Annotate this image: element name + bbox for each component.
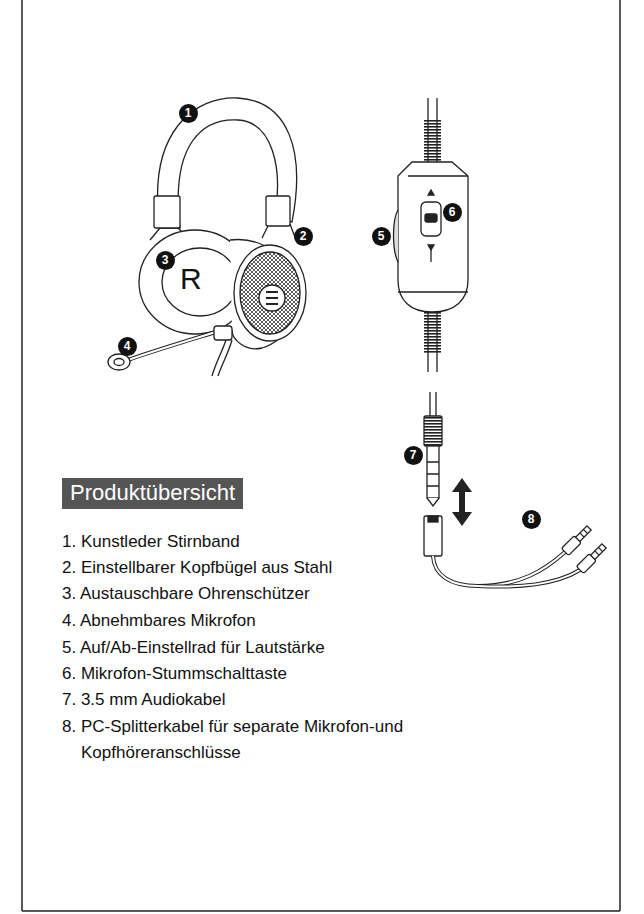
callout-number: 6 <box>443 203 462 222</box>
audio-plug <box>424 392 442 506</box>
section-heading: Produktübersicht <box>62 478 243 509</box>
page-frame <box>22 0 620 911</box>
callout-number: 5 <box>372 227 391 246</box>
callout-number: 7 <box>404 446 423 465</box>
part-list-item: 6. Mikrofon-Stummschalttaste <box>62 661 287 687</box>
ear-side-mark: R <box>180 264 202 294</box>
inline-remote <box>394 98 469 372</box>
connect-arrow <box>452 478 472 526</box>
part-list-item: 7. 3.5 mm Audiokabel <box>62 687 225 713</box>
part-list-item: 8. PC-Splitterkabel für separate Mikrofo… <box>62 714 501 766</box>
callout-number: 3 <box>156 251 175 270</box>
splitter-cable <box>424 516 608 587</box>
callout-number: 4 <box>118 337 137 356</box>
callout-number: 1 <box>179 104 198 123</box>
callout-number: 2 <box>294 227 313 246</box>
part-list-item: 1. Kunstleder Stirnband <box>62 529 240 555</box>
part-list-item: 4. Abnehmbares Mikrofon <box>62 608 256 634</box>
headset-drawing <box>108 98 306 376</box>
part-list-item: 5. Auf/Ab-Einstellrad für Lautstärke <box>62 635 325 661</box>
callout-number: 8 <box>522 510 541 529</box>
part-list-item: 2. Einstellbarer Kopfbügel aus Stahl <box>62 555 332 581</box>
part-list-item: 3. Austauschbare Ohrenschützer <box>62 581 310 607</box>
